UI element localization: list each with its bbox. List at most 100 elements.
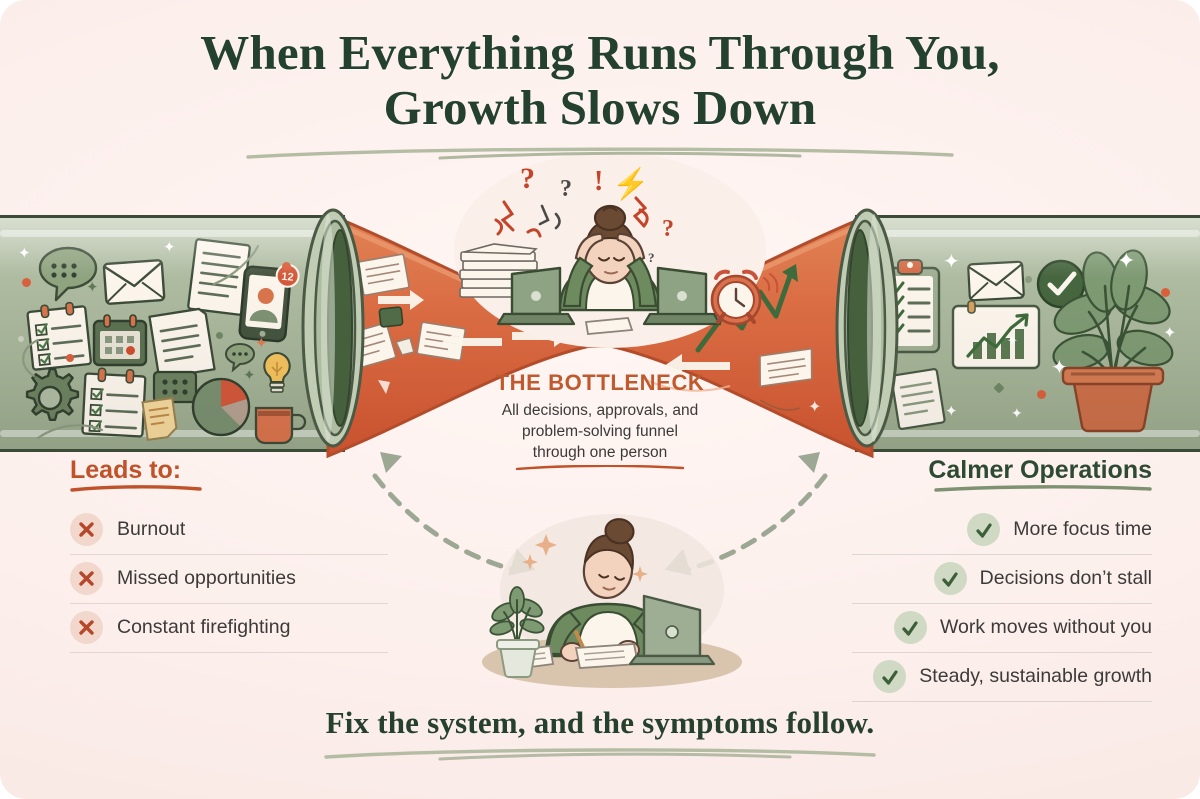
- bottleneck-desc-line-2: problem-solving funnel: [522, 422, 678, 440]
- accent-dot: [216, 332, 223, 339]
- right-band-icons: ✦ ✦ ✦ ✦ ✦ ✦ ✦: [855, 218, 1200, 449]
- envelope-icon: [966, 259, 1026, 304]
- calmer-operations-heading: Calmer Operations: [928, 456, 1152, 484]
- envelope-icon: [101, 256, 166, 306]
- sticky-note-icon: [140, 396, 180, 442]
- potted-plant-icon: [489, 586, 545, 678]
- band-rail-bottom: [0, 430, 345, 437]
- bottleneck-desc-line-3: through one person: [532, 443, 668, 461]
- laptop-left: [496, 266, 576, 326]
- flow-arrow: [442, 331, 502, 353]
- list-item-label: Steady, sustainable growth: [919, 665, 1152, 687]
- lightbulb-icon: [258, 350, 296, 396]
- laptop: [628, 594, 716, 666]
- list-item[interactable]: Decisions don’t stall: [852, 555, 1152, 604]
- band-rail-top: [0, 230, 345, 237]
- sparkle-icon: ✦: [86, 279, 99, 296]
- phone-badge-count: 12: [281, 271, 294, 284]
- document-icon: [889, 366, 947, 431]
- sparkle-icon: ✦: [1011, 405, 1023, 421]
- funnel-card: [378, 306, 404, 328]
- sparkle-icon: ✦: [163, 239, 176, 256]
- footer-swoosh-decoration: [320, 747, 880, 761]
- check-icon: [967, 513, 1001, 546]
- document-icon: [147, 306, 217, 381]
- svg-text:✦: ✦: [808, 399, 821, 416]
- list-item-label: Missed opportunities: [117, 567, 296, 589]
- desk-paper: [584, 317, 634, 335]
- motion-swirl: [36, 424, 104, 440]
- funnel-scrap: [394, 337, 415, 356]
- bottleneck-desc-line-1: All decisions, approvals, and: [501, 402, 699, 419]
- motion-swirl: [22, 338, 40, 378]
- stressed-person-scene: ? ? ! ⚡ ? ? ? ?: [452, 150, 779, 355]
- list-item[interactable]: More focus time: [852, 506, 1152, 555]
- growth-chart-icon: [951, 300, 1041, 372]
- header: When Everything Runs Through You, Growth…: [0, 25, 1200, 160]
- funnel-scrap: [378, 380, 390, 394]
- alarm-clock: [710, 269, 779, 326]
- checklist-icon: [80, 366, 148, 439]
- list-item[interactable]: Steady, sustainable growth: [852, 653, 1152, 702]
- sparkle-icon: ✦: [255, 335, 268, 352]
- sparkle-icon: ✦: [1117, 248, 1136, 273]
- motion-swirl: [212, 244, 260, 286]
- laptop-right: [642, 266, 722, 326]
- sparkle-icon: ✦: [18, 245, 31, 262]
- svg-text:!: !: [594, 166, 603, 197]
- flow-arrow: [664, 354, 730, 378]
- flow-arrow: [378, 290, 424, 310]
- svg-text:?: ?: [648, 250, 655, 265]
- sparkle-icon: ✦: [1007, 333, 1018, 348]
- accent-dot: [66, 354, 74, 362]
- list-item[interactable]: Burnout: [70, 506, 388, 555]
- bottleneck-funnel: ✦: [290, 196, 910, 472]
- page-title: When Everything Runs Through You, Growth…: [0, 25, 1200, 136]
- band-rail-bottom: [855, 430, 1200, 437]
- svg-text:?: ?: [520, 162, 535, 195]
- footer-caption: Fix the system, and the symptoms follow.: [325, 705, 875, 740]
- funnel-paper: [416, 321, 466, 362]
- sparkle-icon: ✦: [243, 367, 256, 384]
- funnel-ring-left: [298, 205, 368, 456]
- accent-dot: [1025, 276, 1032, 283]
- phone-notification-icon: 12: [237, 263, 300, 346]
- accent-dot: [1037, 390, 1046, 399]
- list-item[interactable]: Work moves without you: [852, 604, 1152, 653]
- list-item[interactable]: Missed opportunities: [70, 555, 388, 604]
- svg-text:⚡: ⚡: [612, 166, 649, 202]
- stressed-person: [558, 204, 662, 312]
- x-icon: [70, 562, 103, 595]
- calmer-operations-underline: [934, 485, 1152, 492]
- bottleneck-label: THE BOTTLENECK: [495, 370, 705, 395]
- bottleneck-underline: [514, 465, 686, 471]
- gear-icon: [18, 366, 82, 430]
- accent-dot: [18, 336, 24, 342]
- title-line-1: When Everything Runs Through You,: [200, 25, 1000, 80]
- left-band-icons: 12: [0, 218, 345, 449]
- funnel-ring-right: [832, 205, 902, 456]
- sparkle-icon: ✦: [1051, 357, 1068, 379]
- leads-to-heading: Leads to:: [70, 456, 182, 484]
- accent-diamond: [993, 382, 1005, 394]
- x-icon: [70, 611, 103, 644]
- sparkle-icon: ✦: [1163, 325, 1177, 342]
- coffee-mug-icon: [252, 402, 308, 448]
- accent-dot: [282, 262, 291, 271]
- checklist-icon: [25, 300, 94, 372]
- keypad-icon: [152, 370, 198, 404]
- svg-text:?: ?: [662, 216, 674, 242]
- sparkle-icon: ✦: [945, 403, 958, 420]
- check-icon: [933, 562, 967, 595]
- chat-bubble-icon: [34, 246, 102, 304]
- calendar-icon: [92, 313, 148, 369]
- notebook: [574, 643, 640, 669]
- list-item-label: Decisions don’t stall: [979, 567, 1152, 589]
- leads-to-panel: Leads to: Burnout Missed opportunities: [70, 458, 388, 653]
- check-icon: [893, 611, 927, 644]
- title-swoosh-decoration: [240, 146, 960, 160]
- check-icon: [873, 660, 907, 693]
- list-item-label: Work moves without you: [939, 616, 1152, 638]
- list-item[interactable]: Constant firefighting: [70, 604, 388, 653]
- band-rail-top: [855, 230, 1200, 237]
